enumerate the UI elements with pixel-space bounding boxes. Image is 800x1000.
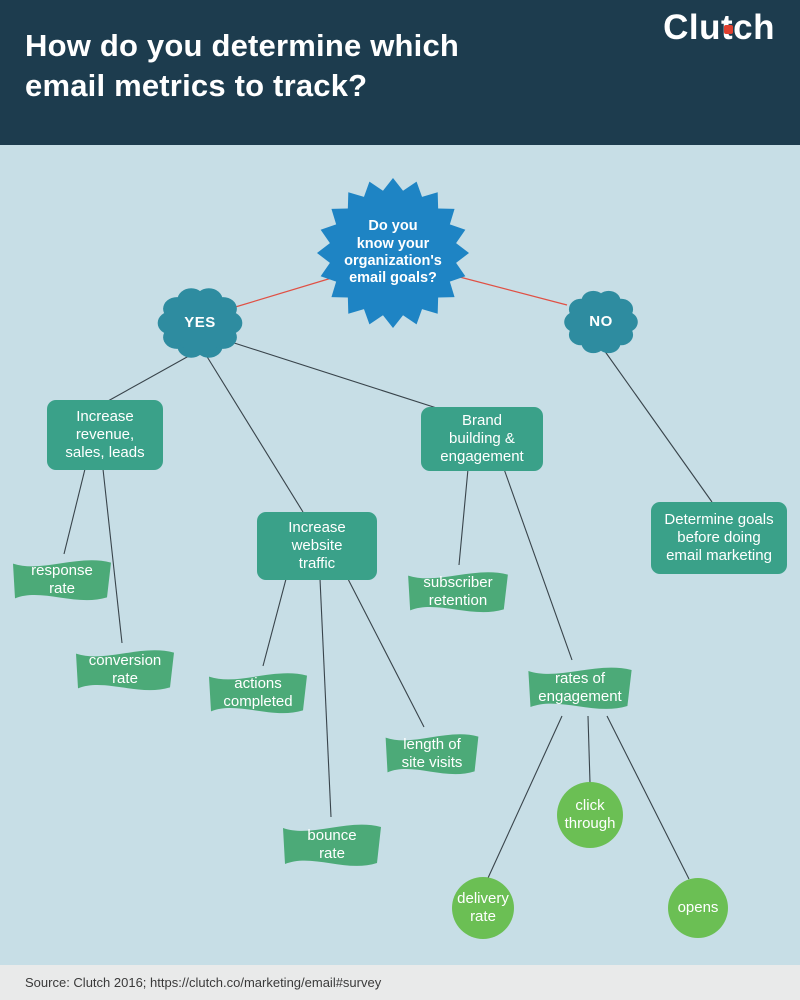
banner-shape-icon	[385, 734, 479, 775]
node-click-through: click through	[557, 782, 623, 848]
subscriber-retention-label: subscriber retention	[423, 574, 493, 609]
node-bounce-rate: bounce rate	[276, 816, 388, 874]
node-no: NO	[561, 287, 641, 357]
flowchart-canvas: Do you know your organization's email go…	[0, 145, 800, 965]
length-of-site-visits-label: length of site visits	[401, 736, 463, 771]
starburst-shape-icon	[317, 178, 469, 328]
flower-shape-icon	[157, 288, 243, 358]
node-delivery-rate: delivery rate	[452, 877, 514, 939]
rates-of-engagement-label: rates of engagement	[538, 670, 622, 705]
actions-completed-label: actions completed	[223, 675, 293, 710]
banner-shape-icon	[209, 673, 307, 714]
delivery-rate-label: delivery rate	[457, 890, 509, 925]
no-label: NO	[589, 313, 613, 330]
connector-lines	[63, 274, 713, 880]
node-opens: opens	[668, 878, 728, 938]
node-response-rate: response rate	[6, 552, 118, 608]
node-determine-goals: Determine goals before doing email marke…	[651, 502, 787, 574]
determine-goals-label: Determine goals before doing email marke…	[664, 511, 774, 564]
click-through-label: click through	[564, 797, 616, 832]
root-question-label: Do you know your organization's email go…	[344, 218, 442, 287]
source-text: Source: Clutch 2016; https://clutch.co/m…	[25, 975, 382, 990]
node-rates-of-engagement: rates of engagement	[521, 659, 639, 717]
banner-shape-icon	[76, 650, 174, 691]
conversion-rate-label: conversion rate	[88, 652, 162, 687]
node-conversion-rate: conversion rate	[69, 642, 181, 698]
logo-red-dot-icon	[724, 25, 734, 34]
response-rate-label: response rate	[31, 562, 93, 597]
page-title: How do you determine which email metrics…	[25, 28, 460, 103]
yes-label: YES	[184, 314, 216, 331]
header: How do you determine which email metrics…	[0, 0, 800, 145]
banner-shape-icon	[283, 824, 381, 866]
increase-website-traffic-label: Increase website traffic	[288, 519, 346, 572]
banner-shape-icon	[528, 667, 632, 709]
node-increase-revenue: Increase revenue, sales, leads	[47, 400, 163, 470]
clutch-logo: Clutch	[663, 8, 775, 48]
banner-shape-icon	[13, 560, 111, 601]
node-length-of-site-visits: length of site visits	[379, 726, 485, 782]
brand-building-label: Brand building & engagement	[440, 412, 524, 465]
banner-shape-icon	[408, 572, 508, 613]
footer: Source: Clutch 2016; https://clutch.co/m…	[0, 965, 800, 1000]
clutch-logo-text: Clutch	[663, 8, 775, 47]
node-brand-building: Brand building & engagement	[421, 407, 543, 471]
node-subscriber-retention: subscriber retention	[401, 564, 515, 620]
opens-label: opens	[677, 899, 719, 916]
node-yes: YES	[154, 284, 246, 362]
node-root-question: Do you know your organization's email go…	[317, 178, 469, 328]
bounce-rate-label: bounce rate	[307, 827, 357, 862]
increase-revenue-label: Increase revenue, sales, leads	[65, 408, 145, 461]
flower-shape-icon	[564, 290, 638, 354]
node-actions-completed: actions completed	[202, 665, 314, 721]
node-increase-website-traffic: Increase website traffic	[257, 512, 377, 580]
